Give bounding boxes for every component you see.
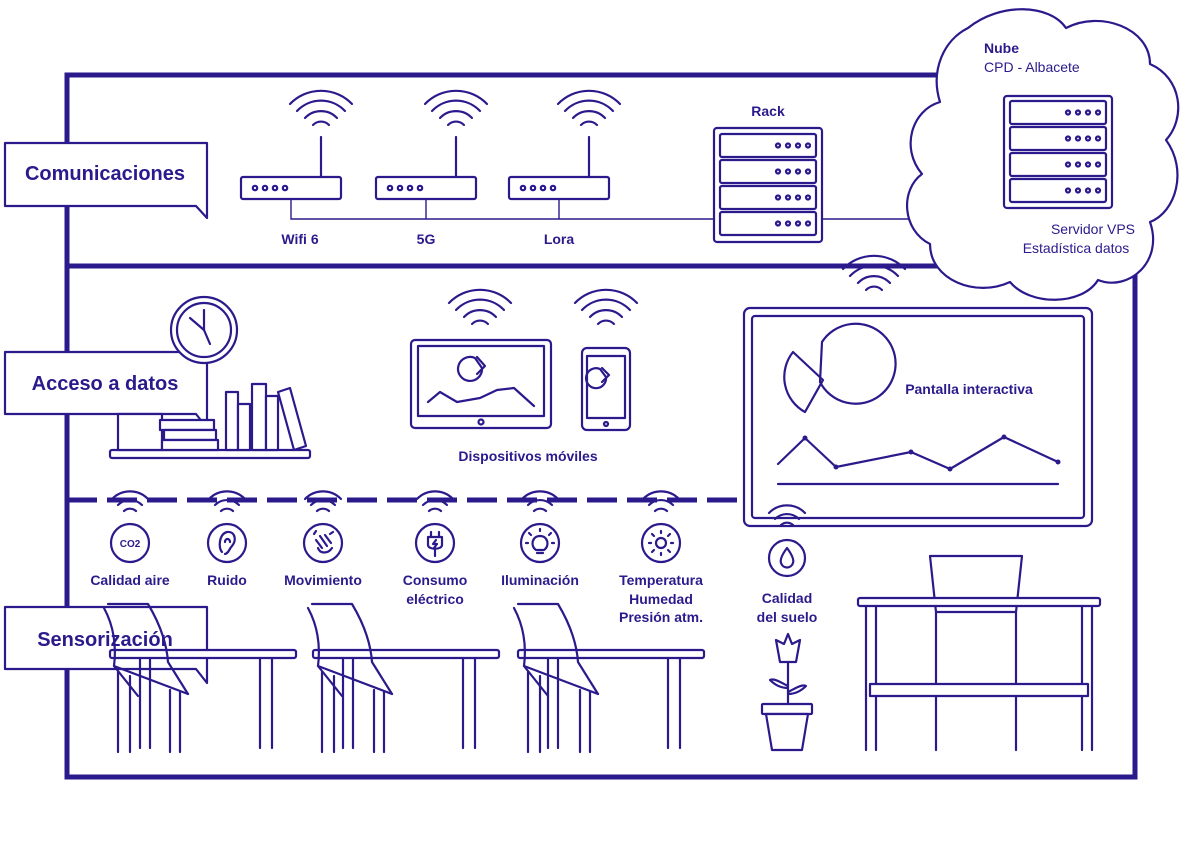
sun-icon	[640, 522, 682, 564]
chair-2	[306, 602, 394, 754]
ear-icon	[206, 522, 248, 564]
rack-label: Rack	[751, 103, 785, 119]
lighting-label: Iluminación	[501, 572, 579, 588]
cloud-location: CPD - Albacete	[984, 59, 1080, 75]
section-sensorizacion: Sensorización	[37, 629, 173, 651]
wifi-icon	[556, 89, 622, 127]
wifi6-label: Wifi 6	[281, 231, 318, 247]
soil-label-2: del suelo	[757, 609, 818, 625]
vps-label: Servidor VPS	[1051, 221, 1135, 237]
power-label-1: Consumo	[403, 572, 468, 588]
lora-label: Lora	[544, 231, 575, 247]
routers-group	[239, 89, 940, 220]
room-frame	[64, 72, 1138, 780]
callout-comunicaciones	[3, 141, 209, 220]
cloud-title: Nube	[984, 40, 1019, 56]
temp-label-3: Presión atm.	[619, 609, 703, 625]
mobile-devices-label: Dispositivos móviles	[458, 448, 597, 464]
noise-label: Ruido	[207, 572, 247, 588]
phone-icon	[580, 346, 632, 432]
temp-label-2: Humedad	[629, 591, 693, 607]
soil-label-1: Calidad	[762, 590, 813, 606]
vps-server-icon	[1002, 94, 1114, 210]
desk-2	[311, 648, 501, 750]
router-5g-icon	[374, 135, 478, 201]
rack-icon	[712, 126, 824, 244]
teacher-desk	[856, 554, 1102, 752]
air-quality-label: Calidad aire	[90, 572, 170, 588]
plug-icon	[414, 522, 456, 564]
lightbulb-icon	[519, 522, 561, 564]
co2-badge: CO2	[120, 539, 141, 550]
water-drop-icon	[767, 538, 807, 578]
co2-sensor-icon	[109, 522, 151, 564]
desk-3	[516, 648, 706, 750]
plant-pot-icon	[760, 632, 814, 752]
section-acceso: Acceso a datos	[32, 373, 179, 395]
movement-label: Movimiento	[284, 572, 362, 588]
wifi-icon	[423, 89, 489, 127]
router-wifi-icon	[239, 135, 343, 201]
interactive-screen-icon	[742, 306, 1094, 528]
router-lora-icon	[507, 135, 611, 201]
bookshelf-icon	[108, 382, 312, 460]
clock-icon	[169, 295, 239, 365]
network-lines	[290, 199, 714, 220]
temp-label-1: Temperatura	[619, 572, 703, 588]
wifi-icon	[288, 89, 354, 127]
chair-3	[512, 602, 600, 754]
callout-sensorizacion	[3, 605, 209, 685]
hand-motion-icon	[302, 522, 344, 564]
wifi-icon	[841, 254, 907, 292]
wifi-icon	[573, 288, 639, 326]
interactive-screen-label: Pantalla interactiva	[905, 381, 1033, 397]
tablet-icon	[409, 338, 553, 430]
power-label-2: eléctrico	[406, 591, 464, 607]
wifi-icon	[447, 288, 513, 326]
section-comunicaciones: Comunicaciones	[25, 163, 185, 185]
stats-label: Estadística datos	[1023, 240, 1130, 256]
5g-label: 5G	[417, 231, 436, 247]
